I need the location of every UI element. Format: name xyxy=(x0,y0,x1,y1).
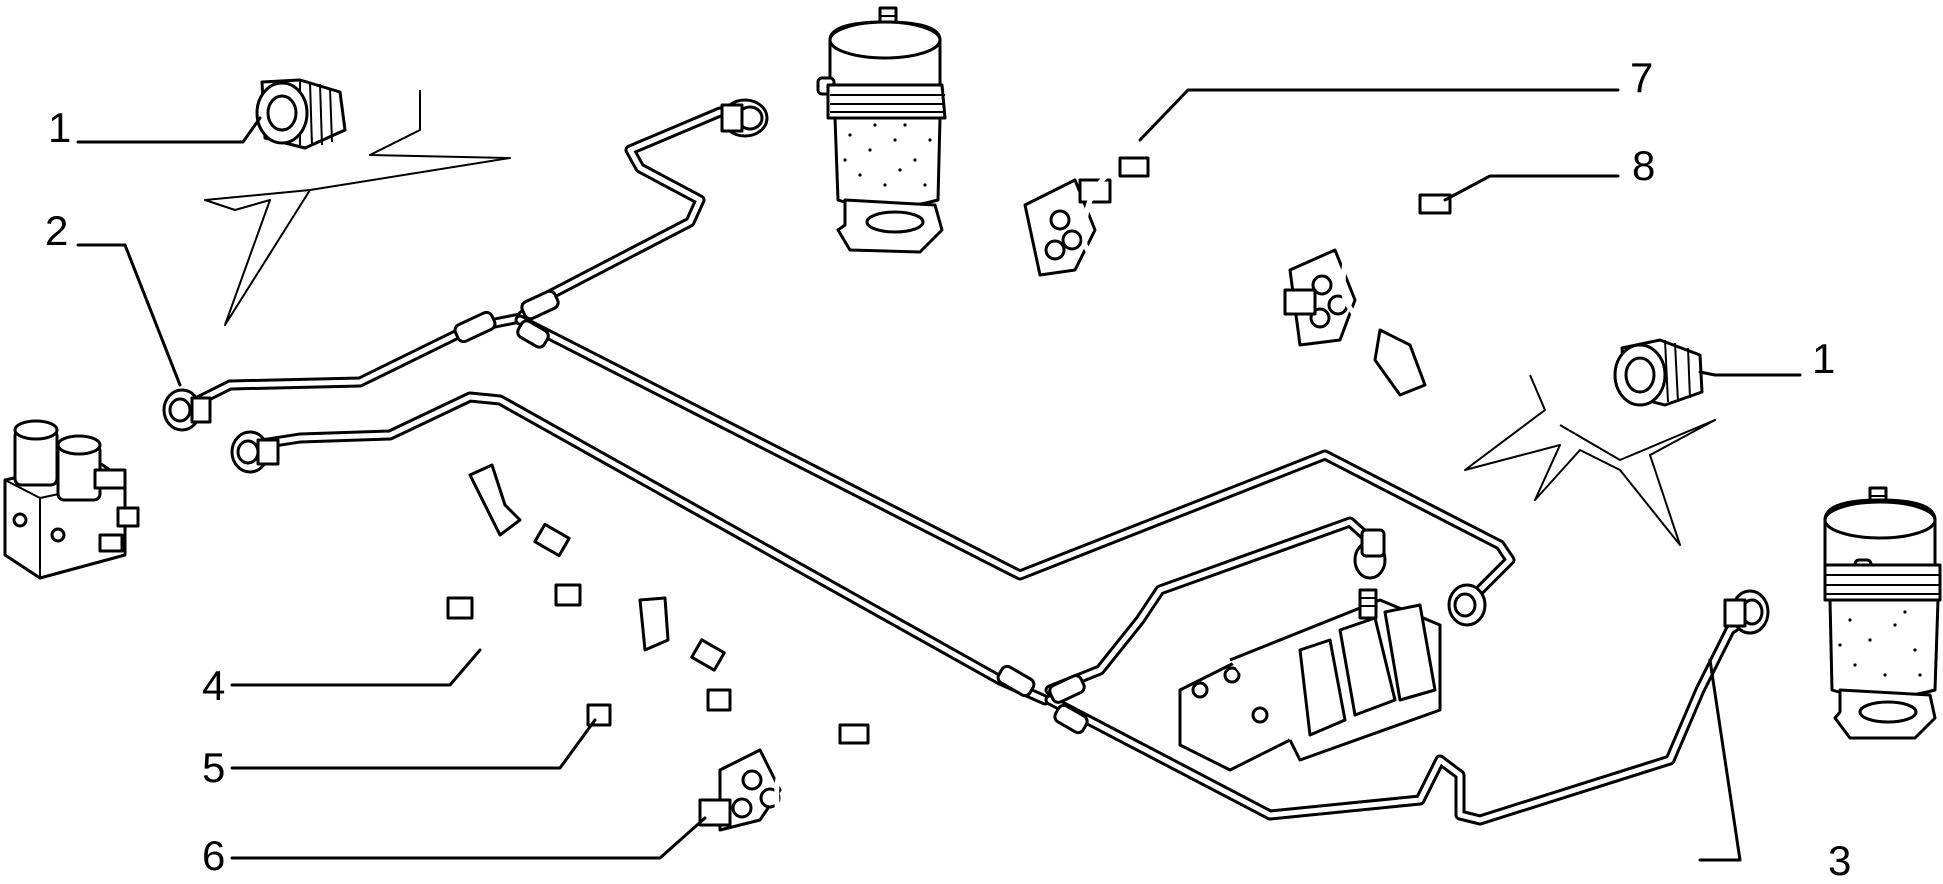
callout-7: 7 xyxy=(1630,54,1653,101)
callout-numbers: 1 2 3 4 5 6 7 8 1 xyxy=(45,54,1851,884)
nut-top-left xyxy=(255,78,347,150)
tee-fitting-lower xyxy=(996,664,1089,735)
clamp-8 xyxy=(1283,193,1452,397)
pipe-end-fitting-valve xyxy=(1353,528,1387,580)
pipe-end-fitting-top xyxy=(720,98,769,138)
star-symbol-left xyxy=(204,90,511,326)
callout-6: 6 xyxy=(202,832,225,879)
tee-fitting-upper xyxy=(453,289,560,349)
callout-1-right: 1 xyxy=(1812,335,1835,382)
canister-top xyxy=(816,6,947,254)
canister-right xyxy=(1823,486,1942,740)
callout-2: 2 xyxy=(45,207,68,254)
pipe-end-fitting-left-2 xyxy=(162,388,212,432)
pipe-upper-left xyxy=(184,106,751,411)
callout-5: 5 xyxy=(202,744,225,791)
callout-3: 3 xyxy=(1828,837,1851,884)
pipe-end-fitting-left-lower xyxy=(230,430,280,474)
leader-lines xyxy=(76,88,1802,862)
pipe-end-fitting-right-3 xyxy=(1723,589,1770,635)
pipe-network xyxy=(184,106,1751,826)
nut-right xyxy=(1613,338,1704,407)
star-symbol-right xyxy=(1464,374,1716,546)
clamp-6 xyxy=(698,723,881,852)
pipe-end-fitting-mid-right xyxy=(1447,583,1487,627)
callout-1-top-left: 1 xyxy=(48,104,71,151)
solenoid-valve-left xyxy=(3,419,140,580)
callout-4: 4 xyxy=(202,662,225,709)
clamp-5 xyxy=(586,596,732,758)
clamp-7 xyxy=(1023,156,1177,291)
clamp-4 xyxy=(445,463,582,656)
valve-block-center xyxy=(1178,588,1442,772)
callout-8: 8 xyxy=(1632,142,1655,189)
